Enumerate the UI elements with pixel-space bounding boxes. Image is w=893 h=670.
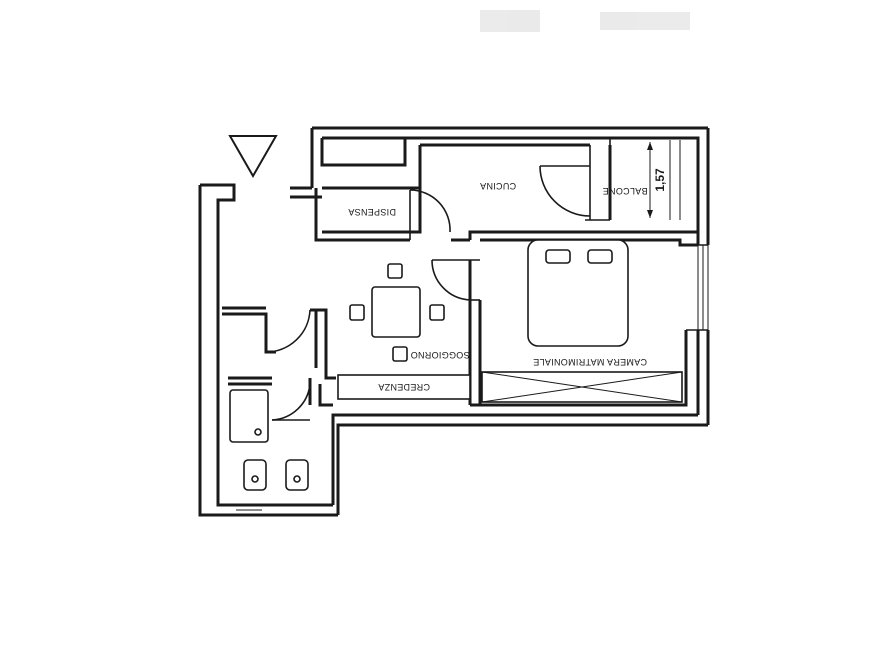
chair-left xyxy=(349,304,365,321)
label-balcone: BALCONE xyxy=(602,186,647,196)
double-bed xyxy=(527,239,629,347)
label-credenza: CREDENZA xyxy=(378,382,430,392)
entrance-triangle-icon xyxy=(228,135,278,179)
living-furniture xyxy=(337,263,471,400)
label-cucina: CUCINA xyxy=(480,181,516,191)
dimension-balcone-depth: 1,57 xyxy=(653,168,667,192)
scan-marks xyxy=(480,10,690,32)
toilet xyxy=(243,459,267,491)
chair-right xyxy=(429,304,445,321)
balcony-railing xyxy=(647,140,681,220)
dining-table xyxy=(371,286,421,338)
pillow-left xyxy=(545,249,571,264)
door-swings xyxy=(265,145,591,421)
label-soggiorno: SOGGIORNO xyxy=(410,350,469,360)
label-dispensa: DISPENSA xyxy=(348,207,396,217)
bathroom-fixtures xyxy=(229,389,309,511)
pillow-right xyxy=(587,249,613,264)
bedroom-window xyxy=(686,244,709,331)
bathtub xyxy=(229,389,269,443)
label-camera-matrimoniale: CAMERA MATRIMONIALE xyxy=(533,357,647,367)
bidet xyxy=(285,459,309,491)
chair-bottom xyxy=(392,346,408,362)
bedroom-furniture xyxy=(481,239,683,403)
chair-top xyxy=(387,263,403,279)
credenza-cabinet xyxy=(337,374,471,400)
